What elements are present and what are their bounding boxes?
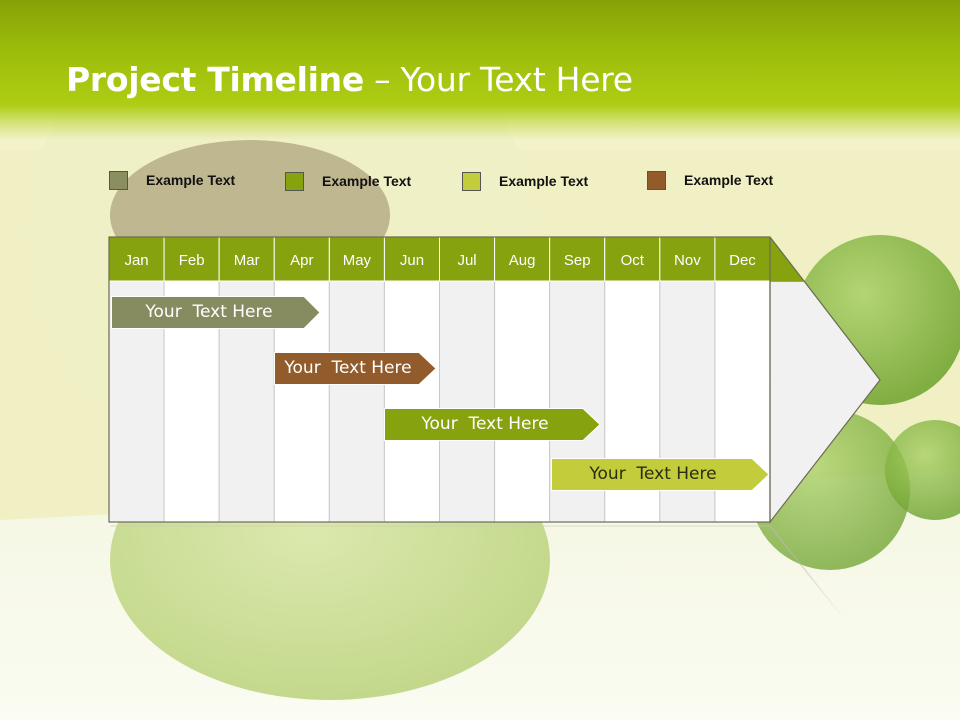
legend-item: Example Text (285, 171, 411, 191)
legend-swatch (285, 171, 304, 191)
task-bar[interactable]: Your Text Here (384, 408, 601, 441)
title-bold: Project Timeline (66, 60, 364, 99)
task-bar[interactable]: Your Text Here (551, 458, 770, 491)
task-label: Your Text Here (284, 358, 412, 378)
month-labels: Jan Feb Mar Apr May Jun Jul Aug Sep Oct Nov Dec (124, 252, 756, 269)
task-label: Your Text Here (589, 464, 717, 484)
month-header-cell (218, 236, 275, 282)
header-band (0, 0, 960, 140)
month-column (439, 280, 496, 523)
month-label: Dec (729, 252, 756, 269)
month-label: Jan (124, 252, 148, 269)
legend-item: Example Text (109, 170, 235, 190)
month-label: Aug (509, 252, 536, 269)
task-bar-shape (551, 458, 770, 491)
task-bar[interactable]: Your Text Here (111, 296, 321, 329)
legend-swatch (647, 170, 666, 190)
legend-swatch (109, 170, 128, 190)
month-header-cell (328, 236, 385, 282)
legend-label: Example Text (684, 172, 774, 188)
month-label: Mar (234, 252, 260, 269)
task-label: Your Text Here (145, 302, 273, 322)
month-label: Feb (179, 252, 205, 269)
month-header-cell (108, 236, 165, 282)
month-label: May (343, 252, 372, 269)
legend-swatch (462, 171, 481, 191)
reflection-line (769, 525, 846, 621)
month-header-cell (273, 236, 330, 282)
month-label: Jun (400, 252, 424, 269)
month-column (383, 280, 440, 523)
legend-item: Example Text (462, 171, 588, 191)
legend-label: Example Text (322, 173, 412, 189)
task-bar[interactable]: Your Text Here (274, 352, 437, 385)
month-column (328, 280, 385, 523)
month-label: Nov (674, 252, 701, 269)
legend-label: Example Text (499, 173, 589, 189)
task-label: Your Text Here (421, 414, 549, 434)
month-label: Oct (621, 252, 645, 269)
timeline-frame (108, 236, 771, 523)
legend-item: Example Text (647, 170, 773, 190)
task-bar-shape (384, 408, 601, 441)
month-header-cell (439, 236, 496, 282)
month-header-cell (494, 236, 551, 282)
title-rest: – Your Text Here (363, 60, 633, 99)
legend-label: Example Text (146, 172, 236, 188)
month-label: Jul (457, 252, 476, 269)
month-header-cell (163, 236, 220, 282)
month-header-cell (383, 236, 440, 282)
month-label: Apr (290, 252, 313, 269)
page-title: Project Timeline – Your Text Here (66, 60, 633, 99)
month-label: Sep (564, 252, 591, 269)
task-bar-shape (274, 352, 437, 385)
timeline-arrow-head (769, 280, 881, 524)
timeline-frame-top-edge (769, 236, 805, 282)
task-bar-shape (111, 296, 321, 329)
month-header-cell (659, 236, 716, 282)
month-column (494, 280, 551, 523)
